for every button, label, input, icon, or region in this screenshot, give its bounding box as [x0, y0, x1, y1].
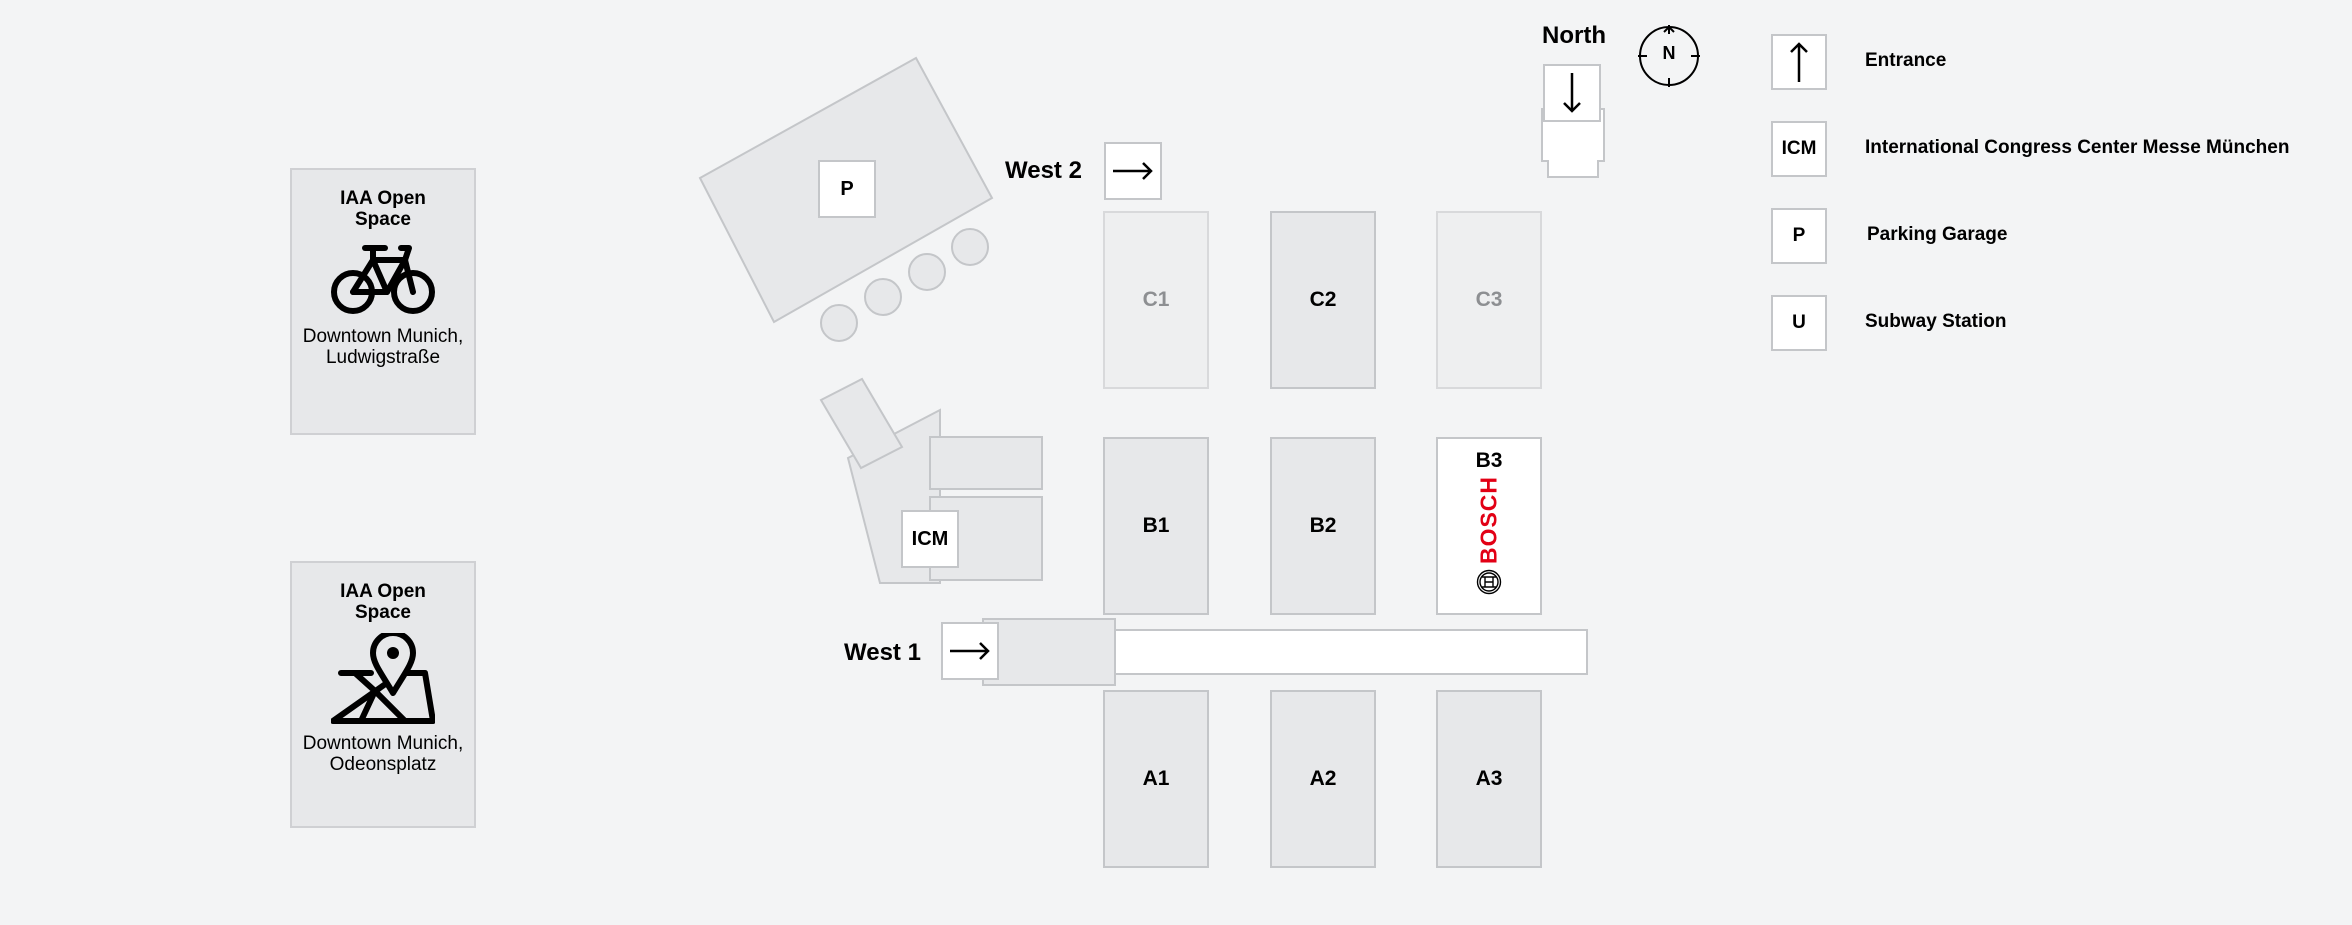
legend-icm-label: International Congress Center Messe Münc… — [1865, 137, 2290, 158]
west-2-label: West 2 — [1005, 157, 1082, 184]
icm-marker[interactable]: ICM — [901, 510, 959, 568]
bosch-armature-icon — [1476, 569, 1502, 601]
hall-c3[interactable]: C3 — [1436, 211, 1542, 389]
west-2-entrance-arrow-icon[interactable] — [1104, 142, 1162, 200]
parking-legend-icon: P — [1771, 208, 1827, 264]
subway-legend-icon: U — [1771, 295, 1827, 351]
north-entrance-arrow-icon[interactable] — [1543, 64, 1601, 122]
bosch-logo: BOSCH — [1469, 475, 1509, 565]
hall-b2[interactable]: B2 — [1270, 437, 1376, 615]
hall-c2[interactable]: C2 — [1270, 211, 1376, 389]
compass-icon: N — [1637, 24, 1701, 88]
legend-parking-label: Parking Garage — [1867, 224, 2008, 245]
hall-a3[interactable]: A3 — [1436, 690, 1542, 868]
hall-a1[interactable]: A1 — [1103, 690, 1209, 868]
open-space-ludwigstrasse-card[interactable]: IAA Open Space Downtown Munich, Ludwigst… — [290, 168, 476, 435]
bosch-wordmark: BOSCH — [1475, 475, 1502, 565]
hall-c1[interactable]: C1 — [1103, 211, 1209, 389]
icm-legend-icon: ICM — [1771, 121, 1827, 177]
bicycle-icon — [329, 242, 437, 316]
legend-subway-label: Subway Station — [1865, 311, 2007, 332]
west-1-building — [982, 618, 1116, 686]
walkway — [1110, 629, 1588, 675]
panel-title: IAA Open Space — [340, 188, 426, 230]
map-pin-icon — [330, 630, 436, 725]
panel-subtitle: Downtown Munich, Odeonsplatz — [302, 733, 464, 775]
open-space-odeonsplatz-card[interactable]: IAA Open Space Downtown Munich, Odeonspl… — [290, 561, 476, 828]
north-label: North — [1542, 22, 1606, 49]
subway-circle — [820, 304, 858, 342]
parking-marker[interactable]: P — [818, 160, 876, 218]
subway-circle — [864, 278, 902, 316]
hall-a2[interactable]: A2 — [1270, 690, 1376, 868]
legend-entrance-label: Entrance — [1865, 50, 1947, 71]
hall-b1[interactable]: B1 — [1103, 437, 1209, 615]
panel-title: IAA Open Space — [340, 581, 426, 623]
panel-subtitle: Downtown Munich, Ludwigstraße — [302, 326, 464, 368]
west-1-entrance-arrow-icon[interactable] — [941, 622, 999, 680]
hall-b3-bosch[interactable]: B3 BOSCH — [1436, 437, 1542, 615]
entrance-legend-icon — [1771, 34, 1827, 90]
subway-circle — [951, 228, 989, 266]
compass-letter: N — [1662, 43, 1676, 63]
hall-b3-label: B3 — [1475, 449, 1503, 472]
north-entrance-building — [1538, 105, 1608, 181]
west-1-label: West 1 — [844, 639, 921, 666]
subway-circle — [908, 253, 946, 291]
